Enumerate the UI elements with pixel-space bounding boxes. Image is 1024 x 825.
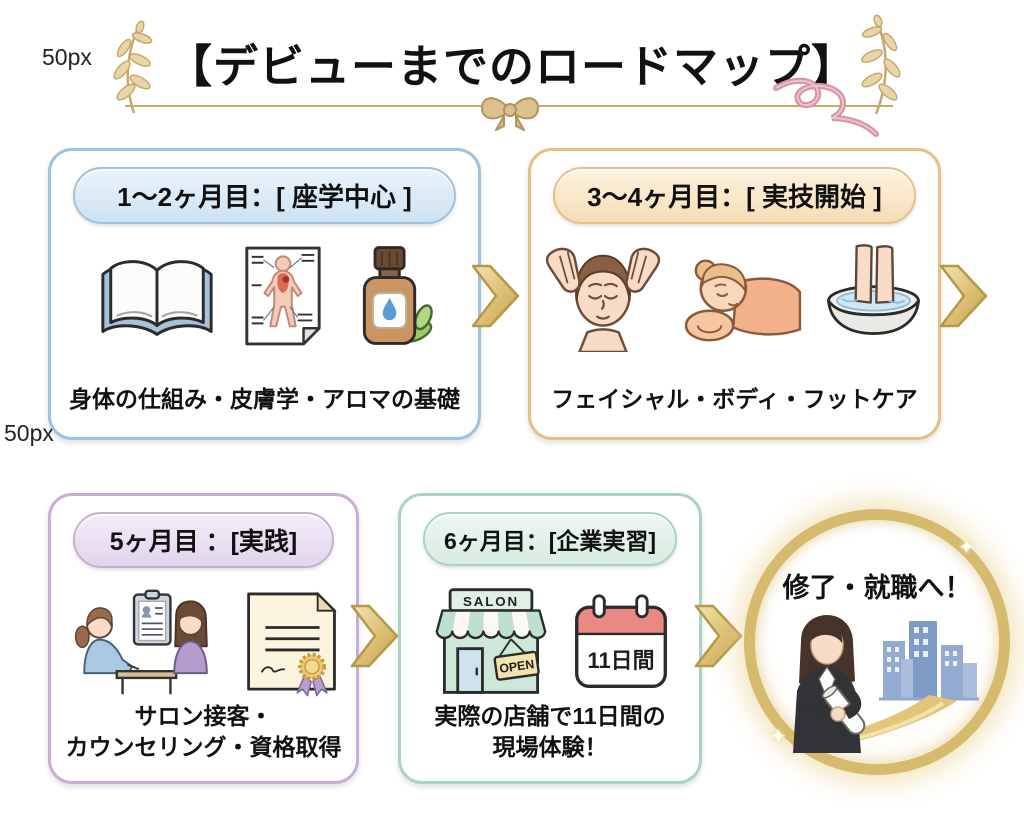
facial-massage-icon — [544, 242, 662, 354]
pink-ribbon-icon — [773, 77, 879, 137]
anatomy-chart-icon — [239, 242, 327, 350]
businesswoman-with-diploma-icon — [793, 615, 866, 753]
calendar-icon: 11日間 — [571, 591, 671, 693]
arrow-chevron-icon — [936, 260, 990, 332]
goal-illustration — [793, 615, 979, 753]
step-3-caption: サロン接客・カウンセリング・資格取得 — [65, 703, 342, 760]
counseling-icon — [67, 586, 225, 698]
body-massage-icon — [680, 243, 803, 351]
step-box-2: 3〜4ヶ月目：[ 実技開始 ] — [528, 148, 941, 440]
laurel-branch-right-icon — [861, 14, 901, 115]
goal-circle: 修了・就職へ！ — [744, 509, 1010, 775]
certificate-icon — [243, 587, 341, 697]
city-skyline-icon — [879, 621, 979, 701]
salon-sign-text: SALON — [463, 594, 519, 609]
step-2-caption: フェイシャル・ボディ・フットケア — [551, 386, 918, 412]
foot-bath-icon — [821, 243, 926, 351]
step-box-4: 6ヶ月目：[企業実習] SALON — [398, 493, 702, 784]
size-annotation-top: 50px — [42, 44, 92, 70]
step-1-header: 1〜2ヶ月目：[ 座学中心 ] — [73, 167, 456, 224]
arrow-chevron-icon — [468, 260, 522, 332]
size-annotation-left: 50px — [4, 420, 54, 446]
arrow-chevron-icon — [347, 600, 401, 672]
open-book-icon — [93, 246, 221, 346]
salon-shop-icon: SALON O — [429, 584, 553, 700]
ribbon-bow-icon — [481, 97, 539, 131]
step-2-header: 3〜4ヶ月目：[ 実技開始 ] — [553, 167, 916, 224]
step-box-3: 5ヶ月目 ：[実践] — [48, 493, 359, 784]
calendar-label-text: 11日間 — [588, 648, 655, 673]
page-title: 【デビューまでのロードマップ】 — [166, 42, 857, 92]
arrow-chevron-icon — [691, 600, 745, 672]
sparkle-icon: ✦ — [958, 537, 975, 559]
step-1-caption: 身体の仕組み・皮膚学・アロマの基礎 — [69, 386, 460, 412]
laurel-branch-left-icon — [113, 20, 153, 114]
step-3-header: 5ヶ月目 ：[実践] — [73, 512, 334, 568]
goal-label: 修了・就職へ！ — [782, 573, 972, 603]
open-sign-text: OPEN — [498, 657, 535, 676]
step-4-header: 6ヶ月目：[企業実習] — [423, 512, 677, 566]
step-box-1: 1〜2ヶ月目：[ 座学中心 ] — [48, 148, 481, 440]
sparkle-icon: ✦ — [770, 726, 787, 748]
step-4-caption: 実際の店舗で11日間の現場体験！ — [434, 703, 666, 760]
aroma-oil-bottle-icon — [345, 242, 437, 350]
